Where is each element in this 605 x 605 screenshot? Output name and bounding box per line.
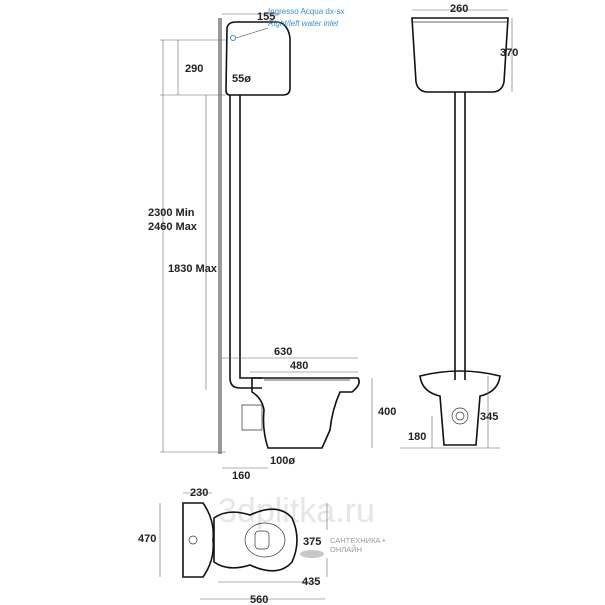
inlet-label-italian: Ingresso Acqua dx-sx: [268, 7, 344, 16]
logo-line-1: САНТЕХНИКА •: [330, 536, 386, 545]
watermark-logo: САНТЕХНИКА • ОНЛАЙН: [300, 536, 386, 558]
watermark-text: 3dplitka.ru: [218, 492, 375, 530]
dim-top-total-length: 560: [250, 594, 268, 605]
logo-mark-icon: [300, 550, 324, 558]
wall: [218, 18, 222, 454]
front-bowl: [419, 370, 501, 446]
dim-outlet-offset: 160: [232, 470, 250, 482]
side-view: 155 Ingresso Acqua dx-sx Right/left wate…: [148, 7, 396, 482]
dim-tank-height: 290: [185, 63, 203, 75]
front-view: 260 370 345 180: [400, 3, 518, 449]
front-flush-pipe: [454, 92, 466, 380]
dim-front-tank-height: 370: [500, 47, 518, 59]
water-inlet-icon: [230, 35, 236, 41]
top-cistern: [182, 502, 215, 578]
inlet-label-english: Right/left water inlet: [268, 19, 339, 28]
top-view: 230 470 375 435 560: [138, 487, 328, 605]
dim-bowl-height: 400: [378, 406, 396, 418]
dim-total-min: 2300 Min: [148, 207, 195, 219]
dim-total-max: 2460 Max: [148, 221, 198, 233]
dim-outlet-diameter: 100ø: [270, 455, 295, 467]
dim-top-tank-width: 470: [138, 533, 156, 545]
top-bowl: [213, 508, 298, 572]
side-cistern: [225, 21, 291, 96]
dim-depth-bowl: 480: [290, 360, 308, 372]
side-flush-pipe: [229, 95, 262, 389]
dim-top-bowl-length: 435: [302, 576, 320, 588]
logo-line-2: ОНЛАЙН: [330, 545, 362, 554]
dim-front-tank-width: 260: [450, 3, 468, 15]
dim-pipe-height: 1830 Max: [168, 263, 218, 275]
dim-front-bowl-height: 345: [480, 411, 498, 423]
dim-tank-depth: 155: [257, 11, 275, 23]
dim-depth-total: 630: [274, 346, 292, 358]
dim-flush-pipe: 55ø: [232, 73, 251, 85]
front-cistern: [411, 17, 509, 93]
dim-top-tank-depth: 230: [190, 487, 208, 499]
dim-front-outlet-height: 180: [408, 431, 426, 443]
side-bowl: [251, 377, 360, 449]
dim-top-bowl-width: 375: [303, 536, 321, 548]
